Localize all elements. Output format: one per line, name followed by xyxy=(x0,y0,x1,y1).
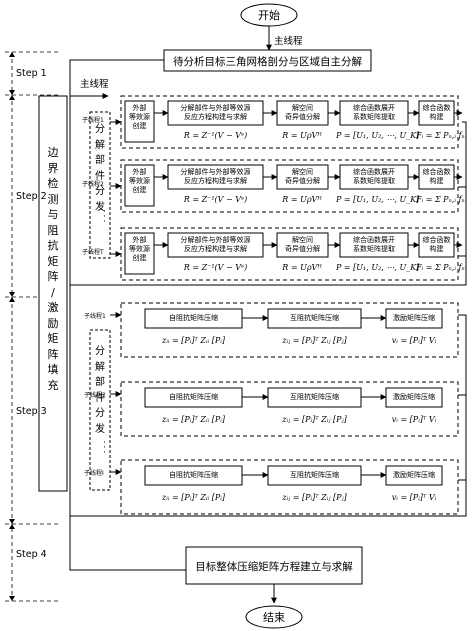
formula-zij: zᵢⱼ = [Pᵢ]ᵀ Zᵢⱼ [Pⱼ] xyxy=(282,415,347,424)
sub-thread-label: 子线程T xyxy=(82,249,104,256)
dispatch-text-step3: 分解部件分发 xyxy=(95,346,105,435)
boundary-box xyxy=(38,95,68,492)
ellipsis-dots: ··· xyxy=(103,438,106,458)
formula-vi: vᵢ = [Pᵢ]ᵀ Vᵢ xyxy=(391,336,437,345)
step2-process-box xyxy=(339,232,409,258)
formula-zij: zᵢⱼ = [Pᵢ]ᵀ Zᵢⱼ [Pⱼ] xyxy=(282,336,347,345)
formula-vi: vᵢ = [Pᵢ]ᵀ Vᵢ xyxy=(391,415,437,424)
formula-r2: R = UρVᴴ xyxy=(282,131,322,140)
svd-label: 解空间奇异值分解 xyxy=(285,104,320,121)
formula-r1: R = Z⁻¹(V − Vᵉ) xyxy=(183,131,248,140)
external-source-label: 外部等效源创建 xyxy=(129,104,150,130)
step2-process-box xyxy=(124,100,155,143)
step-3-label: Step 3 xyxy=(16,406,47,417)
boundary-text: 边界检测与阻抗矩阵/激励矩阵填充 xyxy=(47,146,59,392)
step2-process-box xyxy=(418,100,455,126)
end-terminal xyxy=(245,605,303,629)
step3-row-container xyxy=(120,381,459,437)
formula-zii: zᵢᵢ = [Pᵢ]ᵀ Zᵢᵢ [Pᵢ] xyxy=(162,493,225,502)
external-source-label: 外部等效源创建 xyxy=(129,168,150,194)
step-2-label: Step 2 xyxy=(16,191,47,202)
end-label: 结束 xyxy=(263,611,285,624)
formula-vi: vᵢ = [Pᵢ]ᵀ Vᵢ xyxy=(391,493,437,502)
formula-f: Fᵢ = Σ Pₙ,ᵢ fₙ xyxy=(416,195,465,204)
step2-process-box xyxy=(167,164,264,190)
formula-r1: R = Z⁻¹(V − Vᵉ) xyxy=(183,263,248,272)
step3-row-container xyxy=(120,459,459,515)
sub-thread-label: 子线程I xyxy=(84,470,104,477)
formula-r2: R = UρVᴴ xyxy=(282,263,322,272)
coefficient-matrix-label: 综合函数展开系数矩阵提取 xyxy=(353,104,395,121)
bottom-process-text: 目标整体压缩矩阵方程建立与求解 xyxy=(195,561,353,573)
formula-r2: R = UρVᴴ xyxy=(282,195,322,204)
step-1-label: Step 1 xyxy=(16,68,47,79)
step3-rows xyxy=(110,302,459,515)
step-separators xyxy=(5,51,60,602)
step2-process-box xyxy=(339,100,409,126)
excitation-label: 激励矩阵压缩 xyxy=(393,314,435,322)
step3-row-container xyxy=(120,302,459,358)
step2-process-box xyxy=(124,232,155,275)
formula-f: Fᵢ = Σ Pₙ,ᵢ fₙ xyxy=(416,131,465,140)
formula-f: Fᵢ = Σ Pₙ,ᵢ fₙ xyxy=(416,263,465,272)
step2-process-box xyxy=(124,164,155,207)
synthetic-function-label: 综合函数构建 xyxy=(422,104,451,121)
step-4-label: Step 4 xyxy=(16,549,47,560)
excitation-label: 激励矩阵压缩 xyxy=(393,471,435,479)
step2-process-box xyxy=(167,232,264,258)
formula-zij: zᵢⱼ = [Pᵢ]ᵀ Zᵢⱼ [Pⱼ] xyxy=(282,493,347,502)
svd-label: 解空间奇异值分解 xyxy=(285,168,320,185)
start-label: 开始 xyxy=(258,8,280,22)
sub-thread-label: 子线程1 xyxy=(84,313,106,320)
excitation-label: 激励矩阵压缩 xyxy=(393,393,435,401)
reaction-equation-label: 分解部件与外部等效源反应方程构建与求解 xyxy=(180,236,251,253)
dispatch-box-step2 xyxy=(89,111,111,259)
formula-zii: zᵢᵢ = [Pᵢ]ᵀ Zᵢᵢ [Pᵢ] xyxy=(162,336,225,345)
formula-zii: zᵢᵢ = [Pᵢ]ᵀ Zᵢᵢ [Pᵢ] xyxy=(162,415,225,424)
main-thread-label-top: 主线程 xyxy=(274,36,303,47)
mutual-impedance-label: 互阻抗矩阵压缩 xyxy=(290,393,339,401)
step2-process-box xyxy=(167,100,264,126)
formula-r1: R = Z⁻¹(V − Vᵉ) xyxy=(183,195,248,204)
top-process-text: 待分析目标三角网格剖分与区域自主分解 xyxy=(173,56,362,68)
self-impedance-label: 自阻抗矩阵压缩 xyxy=(169,314,218,322)
formula-p: P = [U₁, U₂, ⋯, U_K] xyxy=(336,195,420,204)
self-impedance-label: 自阻抗矩阵压缩 xyxy=(169,471,218,479)
mutual-impedance-label: 互阻抗矩阵压缩 xyxy=(290,471,339,479)
self-impedance-label: 自阻抗矩阵压缩 xyxy=(169,393,218,401)
sub-thread-label: 子线程2 xyxy=(84,392,106,399)
ellipsis-dots: ··· xyxy=(103,207,106,227)
synthetic-function-label: 综合函数构建 xyxy=(422,168,451,185)
external-source-label: 外部等效源创建 xyxy=(129,236,150,262)
dispatch-box-step3 xyxy=(89,329,111,491)
step2-process-box xyxy=(276,164,329,190)
sub-thread-label: 子线程2 xyxy=(82,181,104,188)
coefficient-matrix-label: 综合函数展开系数矩阵提取 xyxy=(353,236,395,253)
main-thread-label-mid: 主线程 xyxy=(80,79,109,90)
bottom-process-box xyxy=(185,546,363,585)
reaction-equation-label: 分解部件与外部等效源反应方程构建与求解 xyxy=(180,104,251,121)
svd-label: 解空间奇异值分解 xyxy=(285,236,320,253)
dispatch-text-step2: 分解部件分发 xyxy=(95,124,105,213)
step-separator-arrows xyxy=(9,52,15,601)
formula-p: P = [U₁, U₂, ⋯, U_K] xyxy=(336,263,420,272)
reaction-equation-label: 分解部件与外部等效源反应方程构建与求解 xyxy=(180,168,251,185)
formula-p: P = [U₁, U₂, ⋯, U_K] xyxy=(336,131,420,140)
synthetic-function-label: 综合函数构建 xyxy=(422,236,451,253)
step2-rows xyxy=(110,95,463,281)
mutual-impedance-label: 互阻抗矩阵压缩 xyxy=(290,314,339,322)
coefficient-matrix-label: 综合函数展开系数矩阵提取 xyxy=(353,168,395,185)
sub-thread-label: 子线程1 xyxy=(82,117,104,124)
